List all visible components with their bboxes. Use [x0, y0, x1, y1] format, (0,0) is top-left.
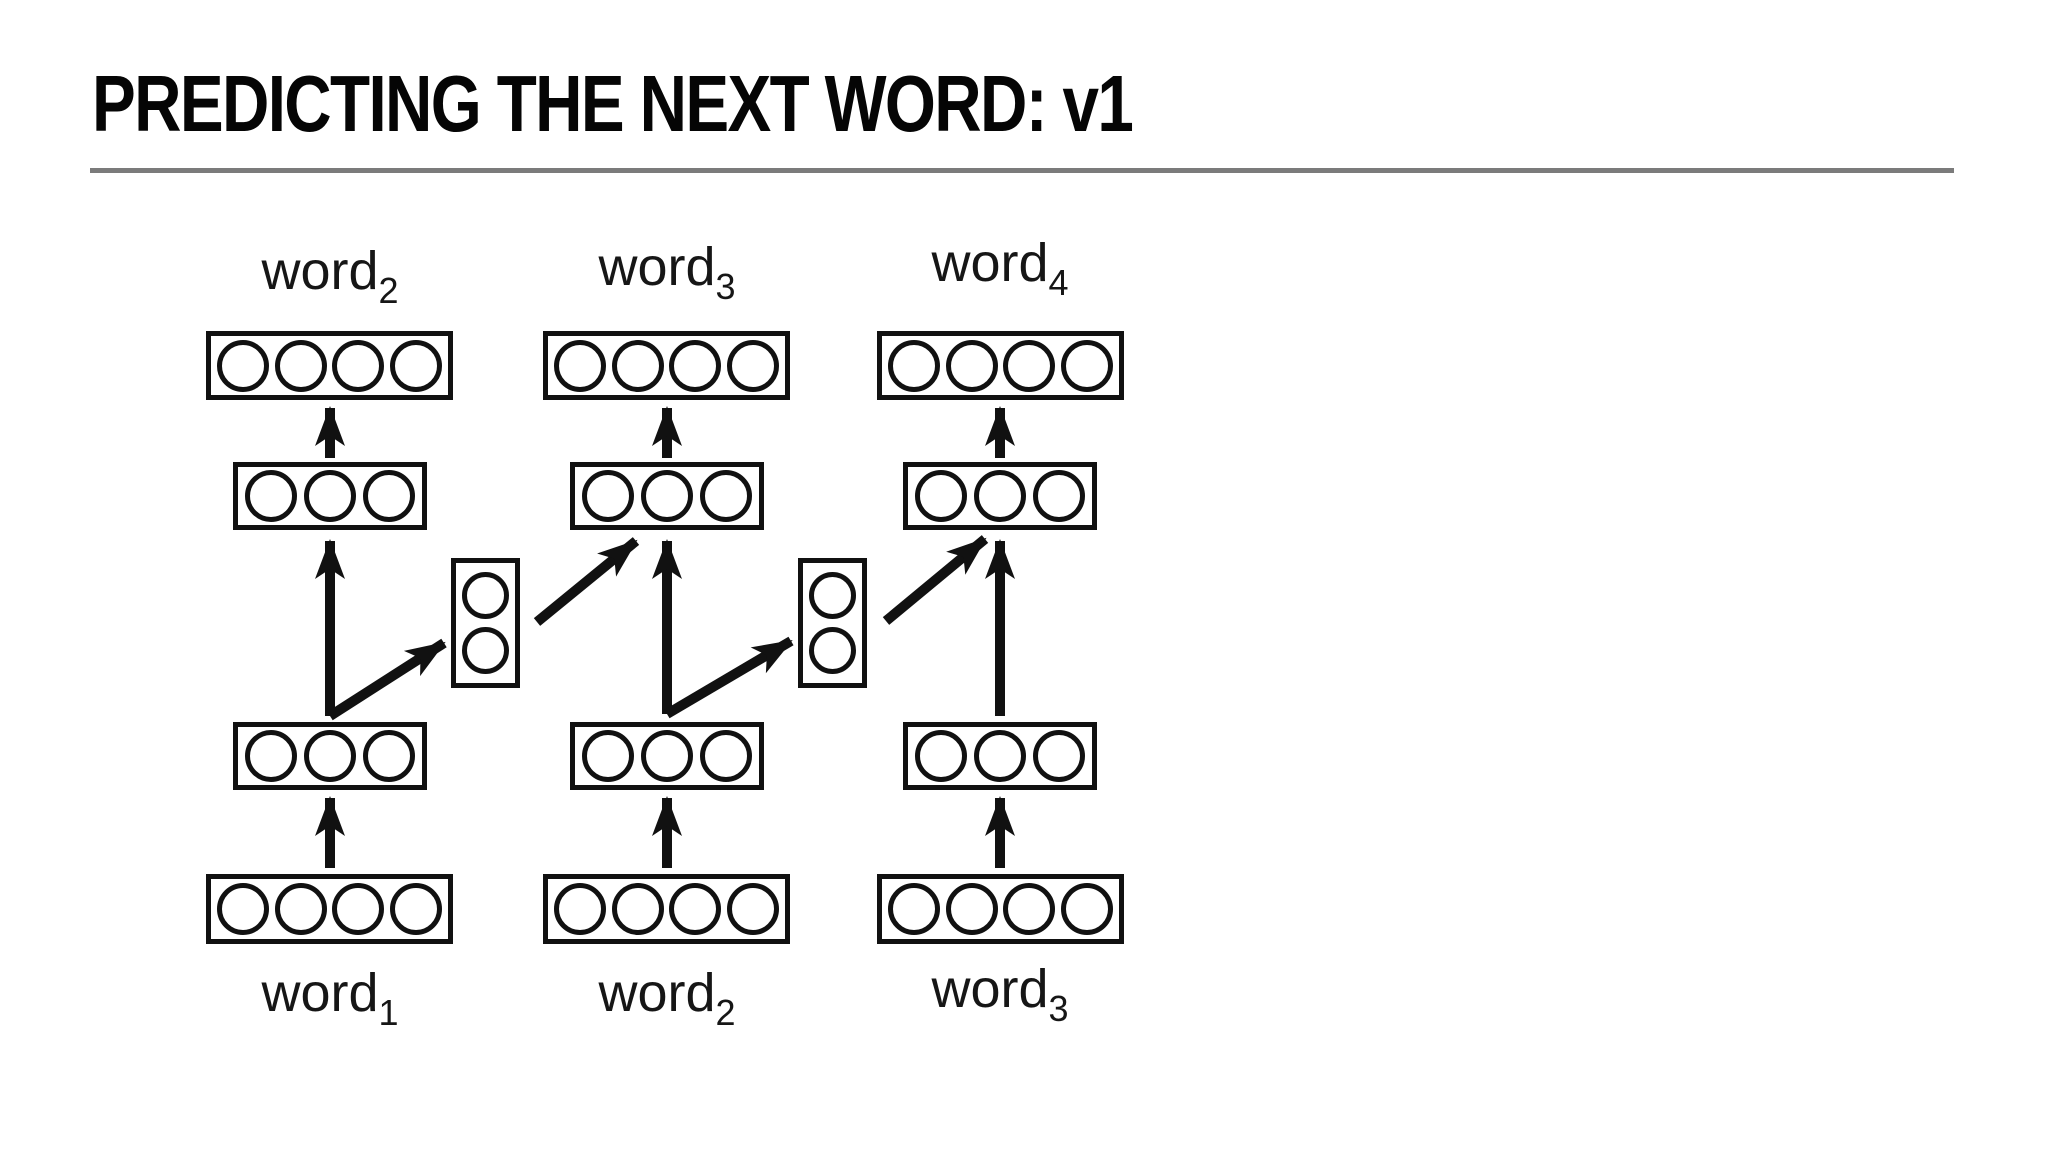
title-divider [90, 168, 1954, 173]
unit-circle [915, 730, 967, 782]
word-label-base: word [261, 241, 379, 301]
word-label-base: word [931, 233, 1049, 293]
input-word-label-1: word1 [180, 962, 480, 1034]
input-word-label-3: word3 [850, 958, 1150, 1030]
input-vector-box-1 [206, 874, 453, 944]
unit-circle [462, 571, 509, 619]
arrow-embed1-to-context1 [327, 638, 447, 721]
unit-circle [245, 470, 297, 522]
page-title: PREDICTING THE NEXT WORD: v1 [92, 59, 1134, 148]
unit-circle [915, 470, 967, 522]
unit-circle [553, 339, 606, 392]
word-label-base: word [598, 963, 716, 1023]
unit-circle [274, 883, 327, 935]
unit-circle [462, 627, 509, 675]
unit-circle [887, 339, 940, 392]
unit-circle [974, 730, 1026, 782]
unit-circle [245, 730, 297, 782]
input-vector-box-2 [543, 874, 790, 944]
unit-circle [1003, 883, 1056, 935]
input-vector-box-3 [877, 874, 1124, 944]
unit-circle [332, 339, 385, 392]
hidden-layer-box-3 [903, 462, 1097, 530]
embedding-box-2 [570, 722, 764, 790]
unit-circle [553, 883, 606, 935]
unit-circle [1003, 339, 1056, 392]
input-word-label-2: word2 [517, 962, 817, 1034]
word-label-sub: 4 [1048, 262, 1069, 303]
unit-circle [363, 730, 415, 782]
unit-circle [216, 339, 269, 392]
context-box-2 [798, 558, 867, 688]
unit-circle [945, 883, 998, 935]
context-box-1 [451, 558, 520, 688]
embedding-box-3 [903, 722, 1097, 790]
word-label-sub: 3 [1048, 988, 1069, 1029]
unit-circle [727, 883, 780, 935]
word-label-sub: 1 [378, 992, 399, 1033]
unit-circle [216, 883, 269, 935]
predicted-word-label-3: word4 [850, 232, 1150, 304]
predicted-word-label-2: word3 [517, 236, 817, 308]
output-vector-box-1 [206, 331, 453, 400]
unit-circle [1061, 883, 1114, 935]
word-label-sub: 2 [715, 992, 736, 1033]
unit-circle [390, 339, 443, 392]
unit-circle [669, 339, 722, 392]
output-vector-box-3 [877, 331, 1124, 400]
unit-circle [582, 470, 634, 522]
unit-circle [727, 339, 780, 392]
unit-circle [1061, 339, 1114, 392]
unit-circle [641, 730, 693, 782]
hidden-layer-box-1 [233, 462, 427, 530]
output-vector-box-2 [543, 331, 790, 400]
unit-circle [641, 470, 693, 522]
unit-circle [304, 730, 356, 782]
unit-circle [332, 883, 385, 935]
word-label-sub: 2 [378, 270, 399, 311]
unit-circle [363, 470, 415, 522]
word-label-sub: 3 [715, 266, 736, 307]
word-label-base: word [598, 237, 716, 297]
unit-circle [700, 730, 752, 782]
unit-circle [700, 470, 752, 522]
embedding-box-1 [233, 722, 427, 790]
unit-circle [1033, 470, 1085, 522]
unit-circle [809, 627, 856, 675]
unit-circle [611, 883, 664, 935]
arrow-context1-to-hidden2 [533, 537, 640, 626]
hidden-layer-box-2 [570, 462, 764, 530]
unit-circle [274, 339, 327, 392]
unit-circle [304, 470, 356, 522]
unit-circle [669, 883, 722, 935]
predicted-word-label-1: word2 [180, 240, 480, 312]
arrow-embed2-to-context2 [664, 636, 794, 719]
unit-circle [945, 339, 998, 392]
unit-circle [582, 730, 634, 782]
unit-circle [390, 883, 443, 935]
unit-circle [887, 883, 940, 935]
unit-circle [809, 571, 856, 619]
word-label-base: word [931, 959, 1049, 1019]
arrow-context2-to-hidden3 [882, 535, 989, 625]
unit-circle [611, 339, 664, 392]
unit-circle [974, 470, 1026, 522]
word-label-base: word [261, 963, 379, 1023]
unit-circle [1033, 730, 1085, 782]
